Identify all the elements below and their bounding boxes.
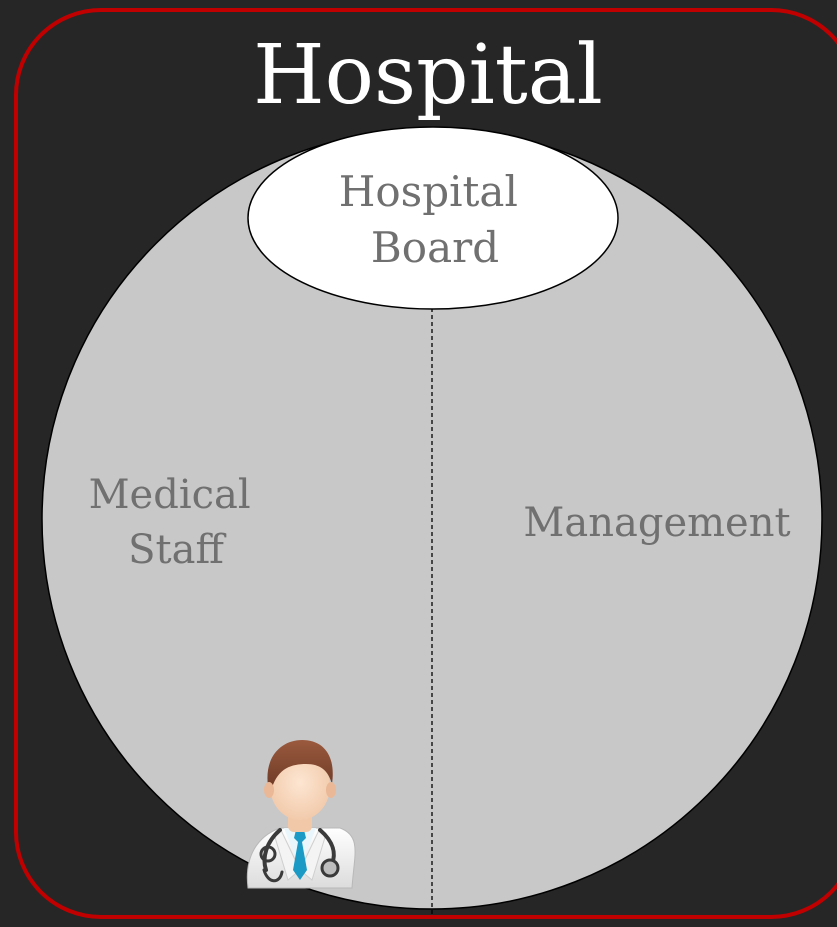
hospital-board-label-line-2: Board [371, 223, 499, 272]
medical-staff-label-line-1: Medical [89, 472, 251, 518]
medical-staff-label: Medical Staff [89, 472, 264, 573]
diagram-title: Hospital [253, 28, 603, 123]
hospital-board-ellipse [247, 126, 619, 310]
hospital-board-label: Hospital Board [339, 167, 532, 272]
management-label: Management [523, 500, 790, 546]
medical-staff-label-line-2: Staff [128, 527, 226, 573]
hospital-board-label-line-1: Hospital [339, 167, 518, 216]
doctor-icon [246, 740, 356, 889]
